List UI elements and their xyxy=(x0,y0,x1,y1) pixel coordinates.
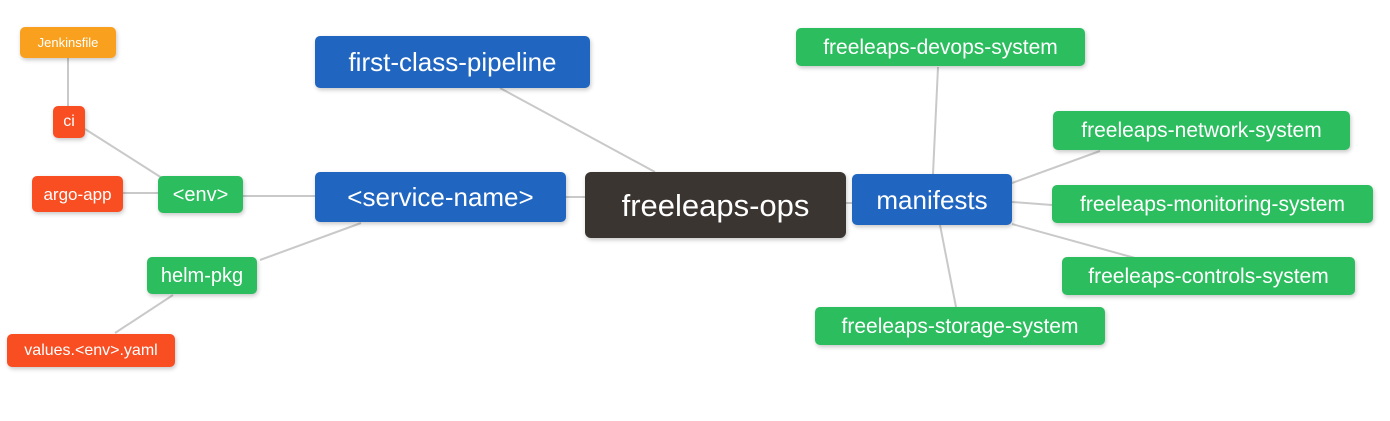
node-freeleaps-monitoring-system[interactable]: freeleaps-monitoring-system xyxy=(1052,185,1373,223)
node-argo-app[interactable]: argo-app xyxy=(32,176,123,212)
node-helm-pkg[interactable]: helm-pkg xyxy=(147,257,257,294)
node-jenkinsfile[interactable]: Jenkinsfile xyxy=(20,27,116,58)
link-manifests-controls xyxy=(1011,223,1136,259)
node-freeleaps-controls-system[interactable]: freeleaps-controls-system xyxy=(1062,257,1355,295)
link-manifests-devops xyxy=(932,66,939,175)
link-manifests-network xyxy=(1011,150,1101,184)
link-manifests-storage xyxy=(939,224,957,308)
node-freeleaps-network-system[interactable]: freeleaps-network-system xyxy=(1053,111,1350,150)
node-freeleaps-ops-root[interactable]: freeleaps-ops xyxy=(585,172,846,238)
link-helm-pkg-service-name xyxy=(259,222,362,261)
link-pipeline-root xyxy=(499,87,656,173)
node-service-name[interactable]: <service-name> xyxy=(315,172,566,222)
link-values-helm-pkg xyxy=(114,294,174,334)
node-ci[interactable]: ci xyxy=(53,106,85,138)
node-env[interactable]: <env> xyxy=(158,176,243,213)
link-ci-env xyxy=(84,128,163,179)
node-freeleaps-storage-system[interactable]: freeleaps-storage-system xyxy=(815,307,1105,345)
node-values-env-yaml[interactable]: values.<env>.yaml xyxy=(7,334,175,367)
node-first-class-pipeline[interactable]: first-class-pipeline xyxy=(315,36,590,88)
node-manifests[interactable]: manifests xyxy=(852,174,1012,225)
link-manifests-monitoring xyxy=(1011,201,1053,206)
node-freeleaps-devops-system[interactable]: freeleaps-devops-system xyxy=(796,28,1085,66)
